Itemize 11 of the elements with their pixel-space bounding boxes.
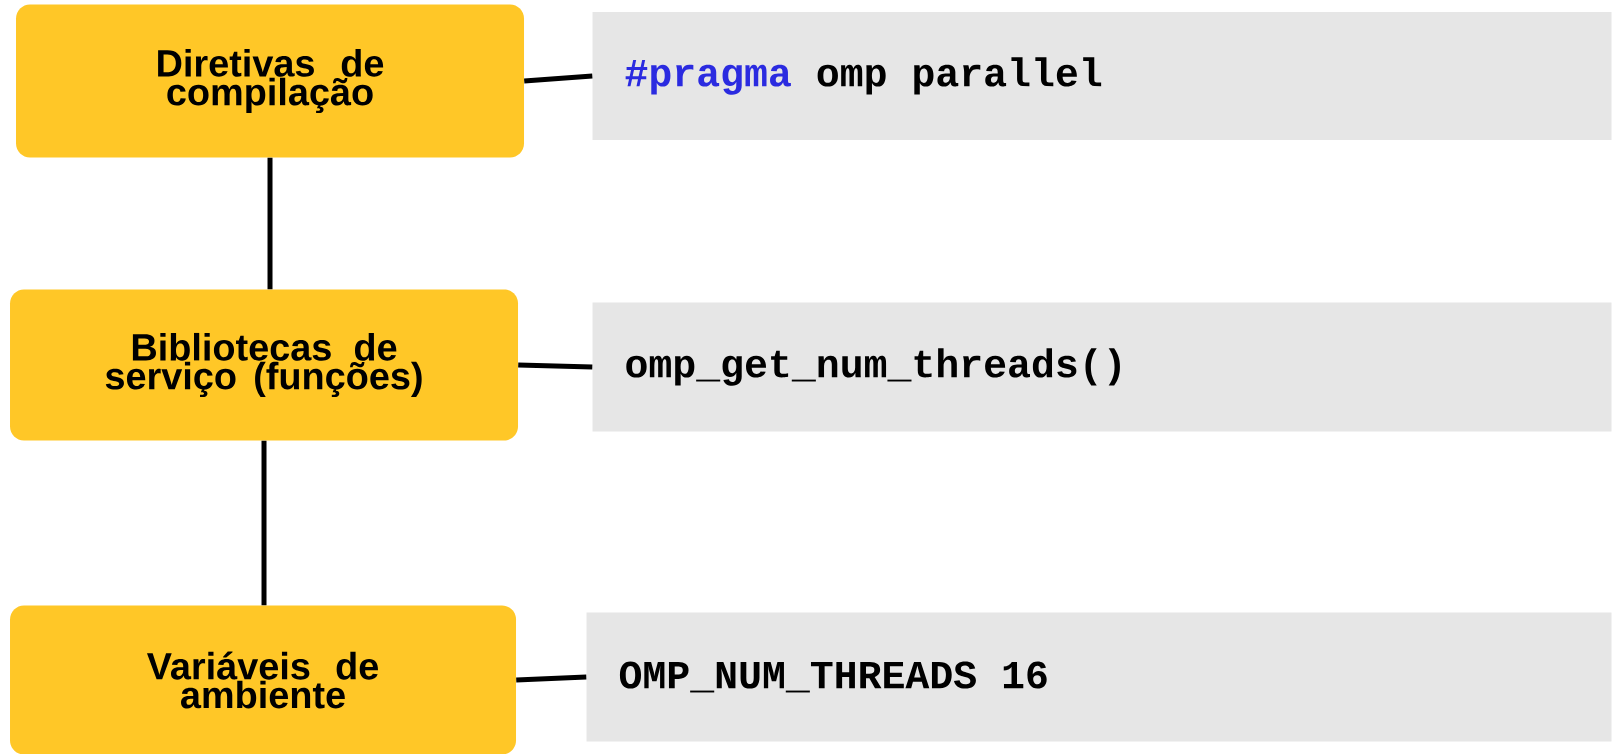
code-box: omp_get_num_threads(): [592, 302, 1612, 432]
category-box: Diretivas de compilação: [16, 4, 524, 158]
code-box: #pragma omp parallel: [592, 12, 1612, 140]
connector-line: [524, 73, 593, 84]
connector-line: [261, 440, 267, 606]
connector-line: [516, 674, 587, 683]
code-box: OMP_NUM_THREADS 16: [586, 612, 1612, 742]
connector-line: [267, 157, 273, 290]
connector-line: [518, 362, 593, 370]
category-box: Bibliotecas de serviço (funções): [10, 289, 518, 441]
category-box: Variáveis de ambiente: [10, 605, 516, 754]
